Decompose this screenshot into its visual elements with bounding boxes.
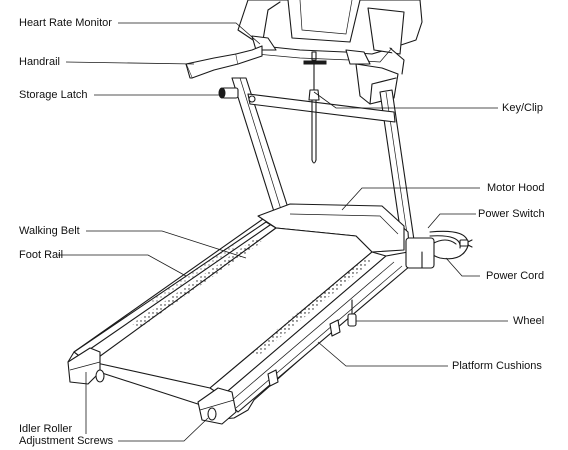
label-idler-roller-line1: Idler Roller [19, 423, 73, 435]
deck [67, 203, 411, 425]
label-motor-hood: Motor Hood [487, 182, 545, 194]
label-wheel: Wheel [513, 315, 545, 327]
uprights [231, 77, 415, 243]
console [237, 0, 423, 65]
label-platform-cushions: Platform Cushions [452, 360, 542, 372]
label-key-clip: Key/Clip [502, 102, 543, 114]
label-handrail: Handrail [19, 56, 60, 68]
label-storage-latch: Storage Latch [19, 89, 88, 101]
wheel-part [347, 299, 357, 327]
storage-latch-knob [218, 87, 256, 103]
leader-lines [58, 22, 508, 442]
key-clip-cord [308, 63, 320, 164]
label-walking-belt: Walking Belt [19, 225, 80, 237]
label-heart-rate-monitor: Heart Rate Monitor [19, 17, 112, 29]
label-power-cord: Power Cord [486, 270, 545, 282]
label-foot-rail: Foot Rail [19, 249, 64, 261]
power-cord-drawing [405, 230, 473, 269]
label-idler-roller-line2: Adjustment Screws [19, 435, 114, 447]
label-power-switch: Power Switch [478, 208, 545, 220]
